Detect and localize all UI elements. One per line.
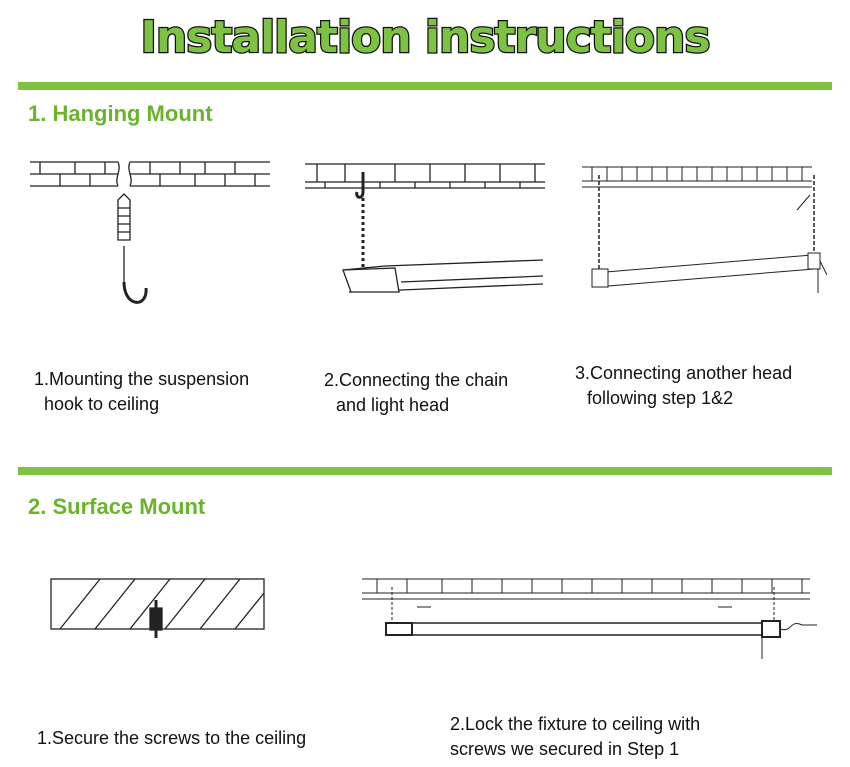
section-divider [18,467,832,475]
ceiling-screw-illustration [50,578,265,638]
section-divider [18,82,832,90]
caption-line: and light head [336,395,450,415]
hook-mount-illustration [30,161,270,304]
step-caption: 3.Connecting another head following step… [575,361,792,411]
caption-line: screws we secured in Step 1 [450,739,680,759]
step-caption: 1.Mounting the suspension hook to ceilin… [34,367,249,417]
step-caption: 2.Lock the fixture to ceiling with screw… [450,712,700,762]
caption-line: following step 1&2 [587,388,734,408]
caption-line: 1.Mounting the suspension [34,369,250,389]
caption-line: hook to ceiling [44,394,160,414]
step-caption: 2.Connecting the chain and light head [324,368,508,418]
chain-head-illustration [305,163,545,293]
caption-line: 3.Connecting another head [575,363,793,383]
caption-line: 2.Lock the fixture to ceiling with [450,714,701,734]
two-heads-illustration [582,166,827,293]
page-title: Installation instructions [139,11,712,65]
caption-line: 1.Secure the screws to the ceiling [37,728,307,748]
fixture-lock-illustration [362,578,817,659]
caption-line: 2.Connecting the chain [324,370,509,390]
section-heading-hanging-mount: 1. Hanging Mount [28,101,213,126]
section-heading-surface-mount: 2. Surface Mount [28,494,206,519]
step-caption: 1.Secure the screws to the ceiling [37,726,306,751]
